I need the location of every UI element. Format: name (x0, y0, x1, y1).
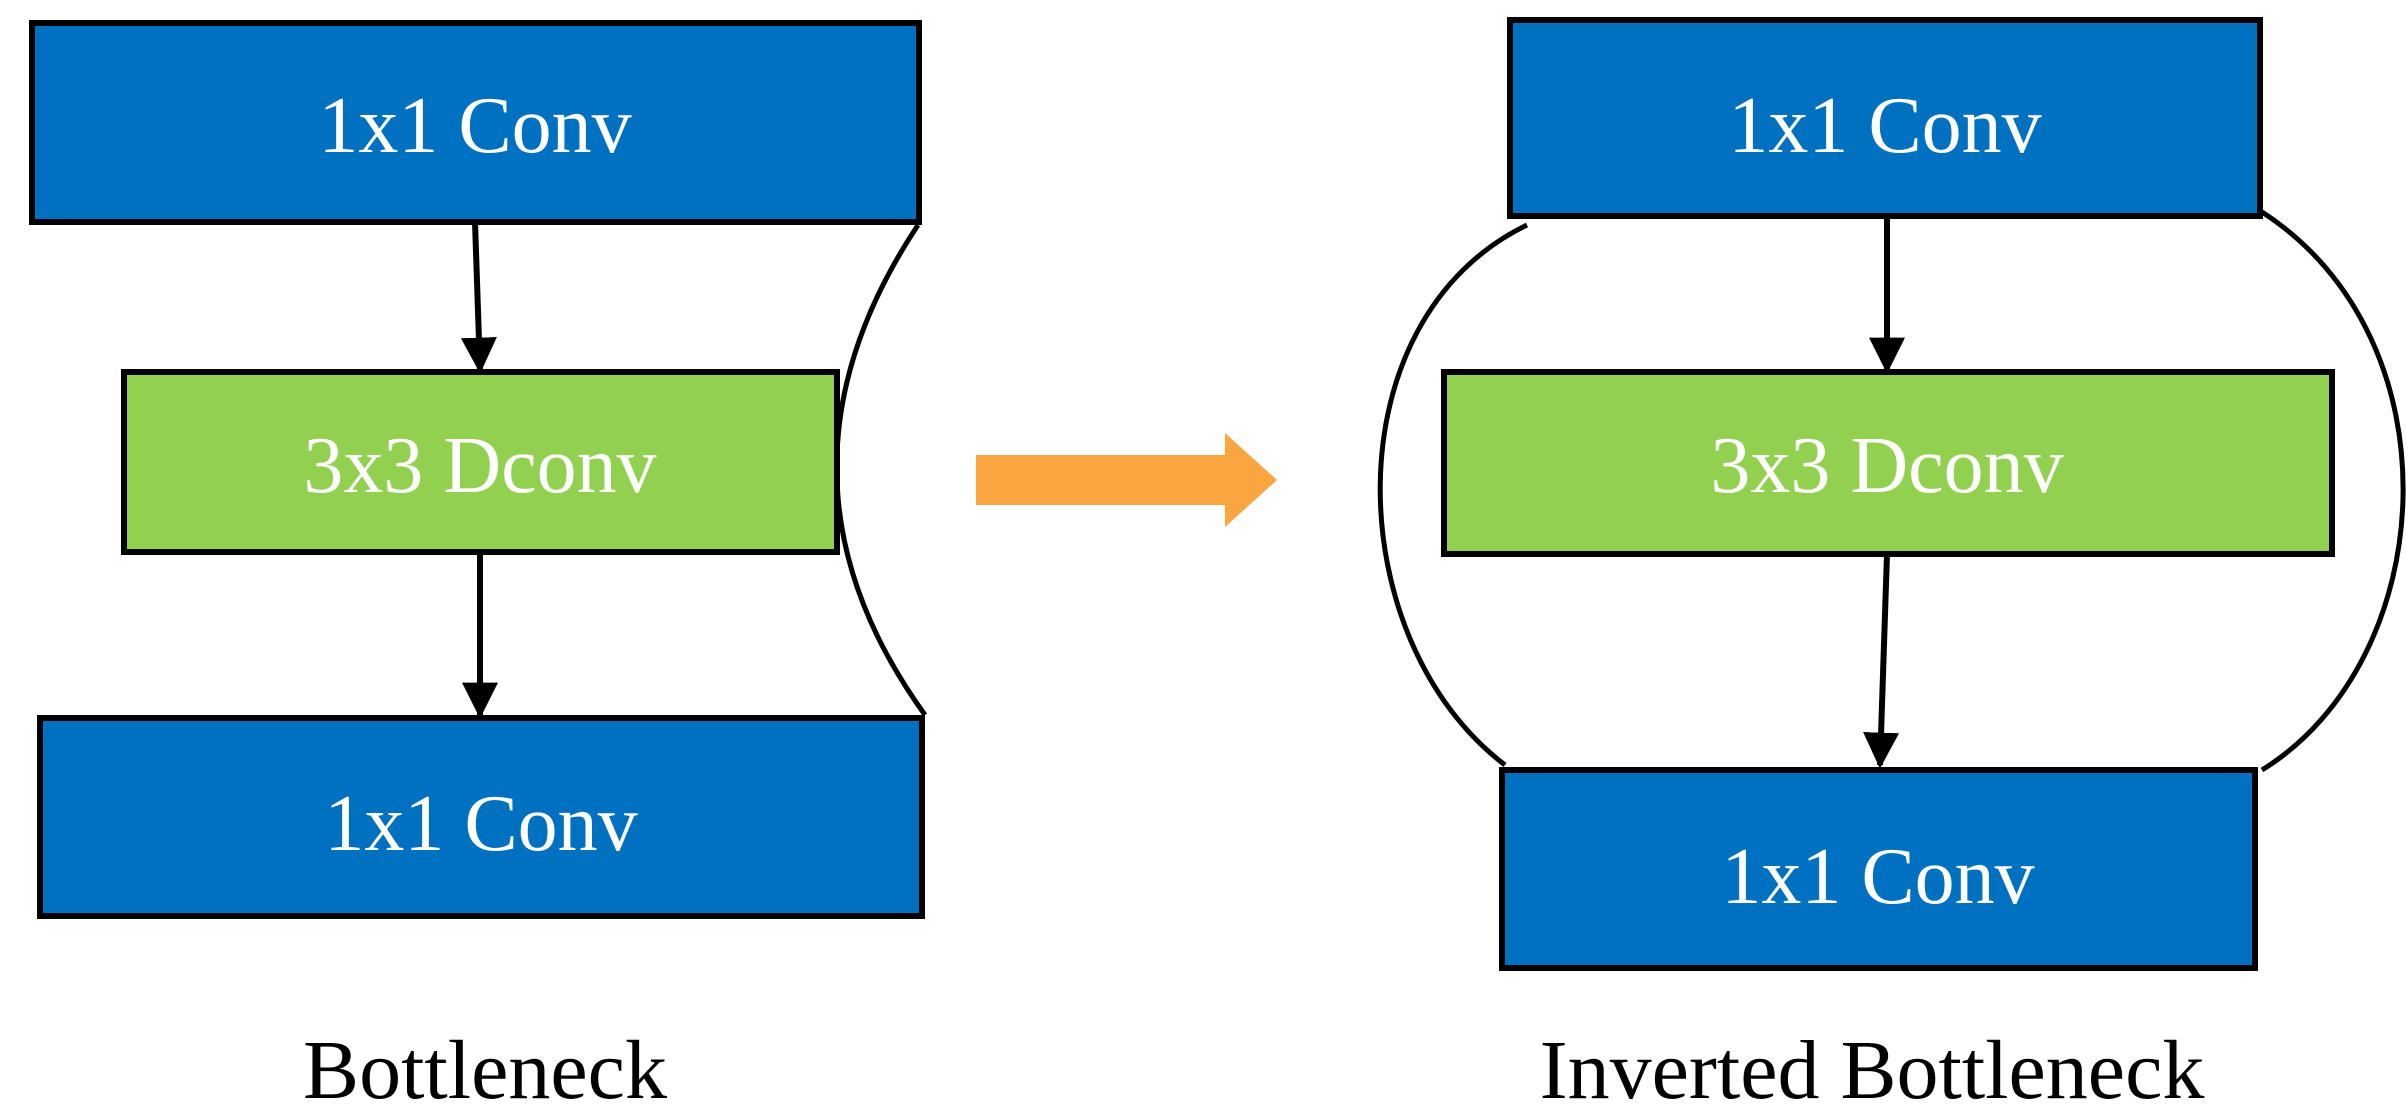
right-top-conv-block: 1x1 Conv (1507, 17, 2263, 219)
right-arrow-2 (1863, 553, 1900, 769)
arrow-right-icon (976, 433, 1277, 527)
right-caption: Inverted Bottleneck (1540, 1024, 2205, 1110)
left-residual-connection (834, 223, 928, 717)
right-residual-connection (1377, 209, 2406, 773)
right-bottom-conv-block: 1x1 Conv (1499, 767, 2258, 971)
left-caption: Bottleneck (303, 1024, 667, 1110)
right-bottom-conv-label: 1x1 Conv (1721, 833, 2034, 921)
right-middle-dconv-block: 3x3 Dconv (1441, 369, 2335, 557)
left-middle-dconv-block: 3x3 Dconv (121, 369, 840, 555)
inverted-bottleneck-group: 1x1 Conv 3x3 Dconv 1x1 Conv Inverted Bot… (1377, 17, 2406, 1110)
left-top-conv-block: 1x1 Conv (29, 20, 922, 225)
bottleneck-group: 1x1 Conv 3x3 Dconv 1x1 Conv Bottleneck (29, 20, 928, 1110)
left-top-conv-label: 1x1 Conv (318, 82, 631, 170)
left-bottom-conv-block: 1x1 Conv (37, 715, 925, 919)
right-top-conv-label: 1x1 Conv (1728, 82, 2041, 170)
left-middle-dconv-label: 3x3 Dconv (303, 422, 656, 510)
left-bottom-conv-label: 1x1 Conv (324, 780, 637, 868)
right-middle-dconv-label: 3x3 Dconv (1710, 422, 2063, 510)
left-arrow-1 (460, 221, 497, 374)
